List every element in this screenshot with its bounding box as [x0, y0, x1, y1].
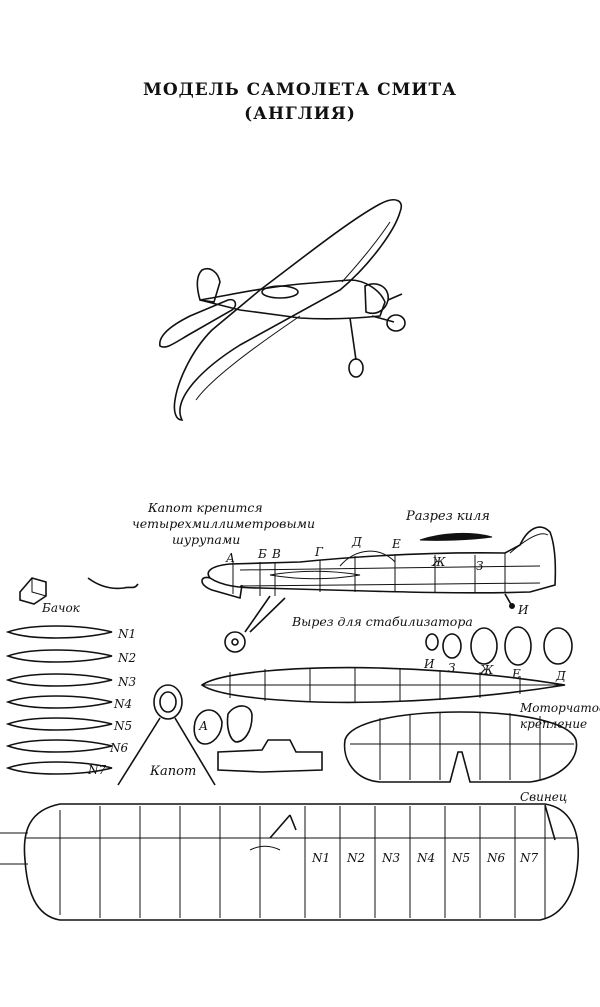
station-letter: Ж [431, 555, 446, 569]
fuselage-side-view [201, 526, 557, 653]
wing-rib-label: N1 [311, 851, 330, 865]
former-letter: Е [511, 667, 521, 681]
stab-cutout-label: Вырез для стабилизатора [291, 614, 473, 629]
wing-rib-label: N5 [451, 851, 470, 865]
station-letter: Е [391, 537, 401, 551]
station-letter: Б [257, 547, 267, 561]
hood-note-line2: четырехмиллиметровыми [132, 516, 315, 531]
wing-ribs [5, 625, 113, 775]
wing-rib-label: N4 [416, 851, 435, 865]
hood-note-line3: шурупами [172, 532, 240, 547]
perspective-plane-illustration [159, 199, 406, 421]
fuselage-formers [425, 626, 573, 666]
drawing-title: МОДЕЛЬ САМОЛЕТА СМИТА [143, 80, 457, 100]
wing-rib-label: N3 [381, 851, 401, 865]
rib-label: N5 [113, 719, 132, 733]
motor-mount-label-1: Моторчатое [519, 701, 600, 715]
former-letter: З [448, 661, 455, 675]
fuel-tank-part [19, 577, 139, 605]
rib-label: N2 [117, 651, 136, 665]
rib-label: N4 [113, 697, 132, 711]
station-letter: З [476, 559, 483, 573]
former-letter: Ж [479, 663, 494, 677]
wing-rib-label: N6 [486, 851, 506, 865]
hood-parts [117, 684, 323, 786]
station-letter: Г [314, 545, 324, 559]
station-letter: И [517, 603, 529, 617]
hood-part-letter: А [198, 719, 208, 733]
former-letter: И [423, 657, 435, 671]
wing-rib-label: N2 [346, 851, 365, 865]
lead-label: Свинец [520, 790, 567, 804]
former-letter: Д [555, 669, 566, 683]
hood-note-line1: Капот крепится [147, 500, 263, 515]
station-letter: А [225, 551, 235, 565]
tank-label: Бачок [41, 601, 81, 615]
fin-section-label: Разрез киля [405, 509, 490, 524]
rib-label: N3 [117, 675, 137, 689]
fin-section-shape [419, 532, 493, 541]
rib-label: N7 [87, 763, 107, 777]
rib-label: N6 [109, 741, 129, 755]
hood-label: Капот [149, 764, 196, 779]
wing-rib-label: N7 [519, 851, 539, 865]
stabilizer-plan [343, 711, 578, 783]
drawing-subtitle: (АНГЛИЯ) [244, 104, 356, 124]
station-letter: Д [351, 535, 362, 549]
station-letter: В [271, 547, 281, 561]
rib-label: N1 [117, 627, 136, 641]
fuselage-top-view [200, 666, 566, 704]
main-wing-plan [0, 803, 580, 921]
